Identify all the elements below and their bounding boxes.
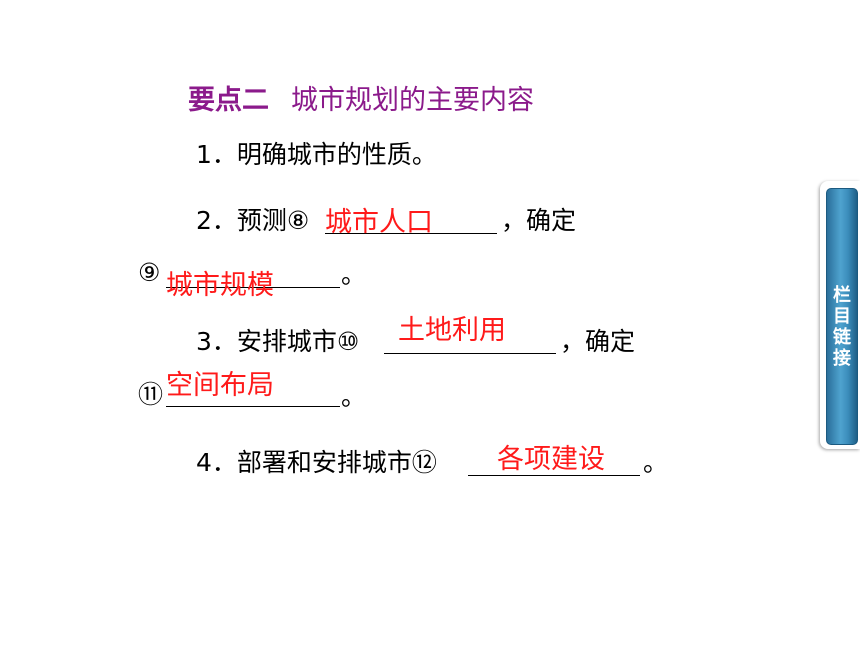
column-link-char: 接 <box>833 348 851 369</box>
blank-12 <box>468 475 640 476</box>
column-link-tab[interactable]: 栏 目 链 接 <box>820 181 860 449</box>
blank-11 <box>166 406 340 407</box>
item-4-prefix: 4．部署和安排城市⑫ <box>196 448 437 477</box>
section-text: 城市规划的主要内容 <box>291 85 534 116</box>
item-3-prefix: 3．安排城市⑩ <box>196 327 360 356</box>
item-3-mark: ⑪ <box>138 380 164 409</box>
section-key: 要点二 <box>188 85 269 116</box>
blank-10 <box>384 353 556 354</box>
column-link-label: 栏 目 链 接 <box>827 285 857 369</box>
answer-10: 土地利用 <box>398 315 506 346</box>
column-link-char: 链 <box>833 327 851 348</box>
answer-9: 城市规模 <box>166 270 274 301</box>
item-2-prefix: 2．预测⑧ <box>196 206 310 235</box>
item-1: 1．明确城市的性质。 <box>196 140 437 169</box>
column-link-button[interactable]: 栏 目 链 接 <box>826 188 858 445</box>
item-4-suffix: 。 <box>643 448 669 477</box>
item-3-mid: ，确定 <box>560 327 636 356</box>
item-2-suffix: 。 <box>341 260 367 289</box>
answer-12: 各项建设 <box>497 444 605 475</box>
blank-9 <box>166 287 340 288</box>
answer-11: 空间布局 <box>166 370 274 401</box>
section-title: 要点二城市规划的主要内容 <box>188 84 534 118</box>
item-2-mid: ，确定 <box>501 206 577 235</box>
answer-8: 城市人口 <box>325 207 433 238</box>
column-link-char: 栏 <box>833 285 851 306</box>
item-3-suffix: 。 <box>341 382 367 411</box>
item-2-mark: ⑨ <box>138 258 161 287</box>
column-link-char: 目 <box>833 306 851 327</box>
blank-8 <box>325 233 497 234</box>
